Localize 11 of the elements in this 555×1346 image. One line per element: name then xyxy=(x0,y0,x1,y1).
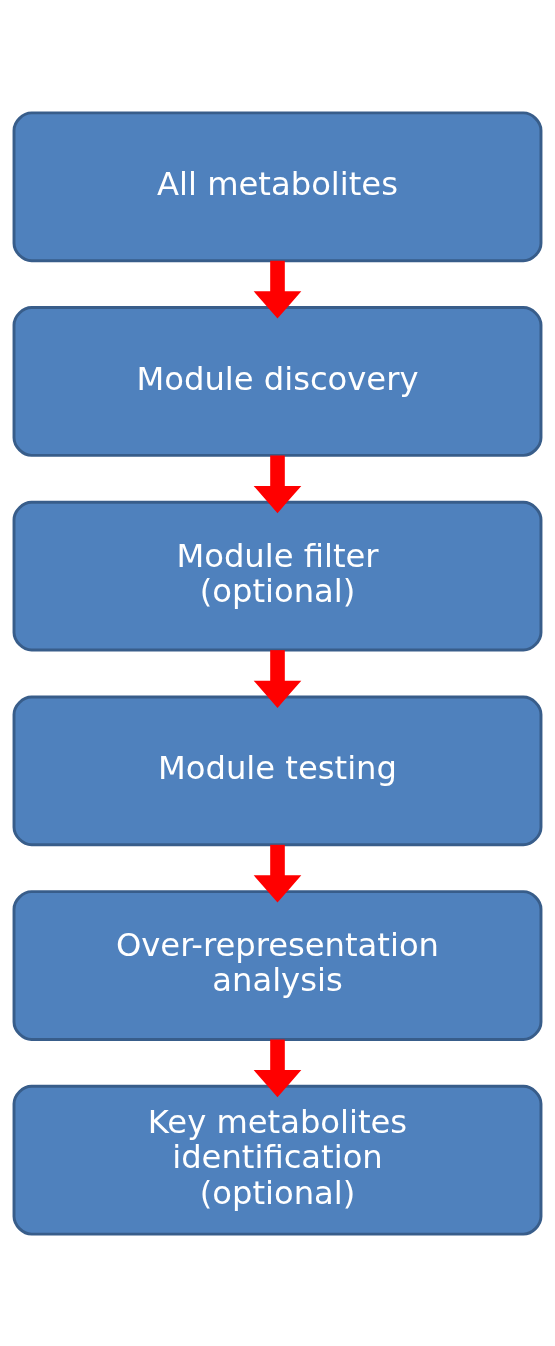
arrow xyxy=(253,1039,302,1097)
node-box: Module filter (optional) xyxy=(12,500,543,652)
node-box: All metabolites xyxy=(12,110,543,262)
node-box: Module testing xyxy=(12,694,543,846)
node-box: Key metabolites identification (optional) xyxy=(12,1084,543,1236)
node-box: Module discovery xyxy=(12,305,543,457)
arrow xyxy=(253,649,302,708)
arrow xyxy=(253,454,302,513)
arrow xyxy=(253,260,302,318)
node-box: Over-representation analysis xyxy=(12,889,543,1041)
arrow xyxy=(253,844,302,903)
